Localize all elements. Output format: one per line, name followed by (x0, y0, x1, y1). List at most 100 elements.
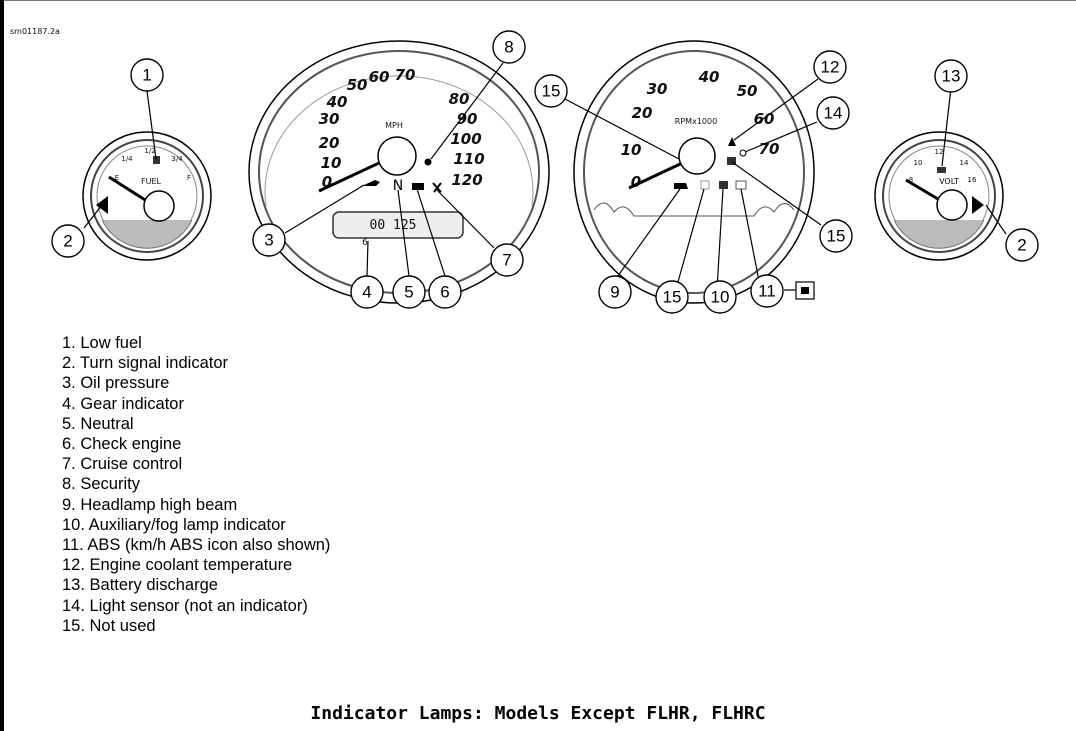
fuel-gauge: FUEL E 1/4 1/2 3/4 F (82, 131, 212, 261)
svg-text:13: 13 (942, 67, 961, 86)
svg-text:15: 15 (663, 288, 682, 307)
speed-tick-70: 70 (395, 66, 416, 84)
callout-4: 4 (350, 275, 384, 309)
svg-text:12: 12 (821, 58, 840, 77)
legend-item-check-engine: 6. Check engine (62, 435, 182, 454)
callout-15-upper: 15 (534, 74, 568, 108)
tachometer-needle-hub (678, 137, 716, 175)
svg-text:2: 2 (63, 232, 72, 251)
legend-item-light-sensor: 14. Light sensor (not an indicator) (62, 596, 308, 615)
legend-item-not-used: 15. Not used (62, 616, 156, 635)
svg-text:6: 6 (440, 283, 449, 302)
svg-text:15: 15 (827, 227, 846, 246)
oil-pressure-icon (362, 180, 380, 186)
odometer-display: 00 125 (370, 218, 417, 233)
callout-7: 7 (490, 243, 524, 277)
legend-item-coolant-temp: 12. Engine coolant temperature (62, 556, 293, 575)
speed-tick-90: 90 (457, 110, 478, 128)
legend-item-fog-lamp: 10. Auxiliary/fog lamp indicator (62, 515, 286, 534)
speed-tick-110: 110 (453, 150, 484, 168)
volt-tick-12: 12 (935, 148, 944, 156)
voltmeter: VOLT 8 10 12 14 16 (874, 131, 1004, 261)
svg-text:11: 11 (758, 282, 776, 301)
callout-2-right: 2 (1005, 228, 1039, 262)
not-used-lamp-right (727, 157, 736, 165)
svg-text:8: 8 (504, 38, 513, 57)
speed-tick-80: 80 (449, 90, 470, 108)
speedometer-unit-label: MPH (385, 121, 403, 130)
gear-indicator-icon: 6 (362, 238, 368, 248)
frame-top-border (0, 0, 1076, 1)
svg-text:1: 1 (142, 66, 151, 85)
callout-15-bottom: 15 (655, 280, 689, 314)
callout-12: 12 (813, 50, 847, 84)
fog-lamp-icon (719, 181, 728, 189)
callout-3: 3 (252, 223, 286, 257)
volt-tick-8: 8 (909, 176, 913, 184)
callout-9: 9 (598, 275, 632, 309)
svg-text:3: 3 (264, 231, 273, 250)
callout-5: 5 (392, 275, 426, 309)
speedometer-needle-hub (377, 136, 417, 176)
rpm-tick-10: 10 (621, 141, 642, 159)
legend-item-high-beam: 9. Headlamp high beam (62, 495, 238, 514)
voltmeter-needle-hub (936, 189, 968, 221)
voltmeter-label: VOLT (939, 177, 959, 186)
svg-text:7: 7 (502, 251, 511, 270)
fuel-tick-half: 1/2 (144, 147, 155, 155)
security-lamp-icon (424, 158, 432, 166)
light-sensor-icon (739, 149, 747, 157)
callout-11: 11 (750, 274, 784, 308)
fuel-tick-quarter: 1/4 (121, 155, 133, 163)
coolant-temperature-icon (728, 137, 736, 146)
speed-tick-20: 20 (319, 134, 340, 152)
check-engine-icon (412, 183, 424, 190)
figure-caption: Indicator Lamps: Models Except FLHR, FLH… (310, 703, 766, 724)
svg-text:14: 14 (824, 104, 843, 123)
rpm-tick-50: 50 (737, 82, 758, 100)
speed-tick-40: 40 (326, 93, 348, 111)
tachometer-unit-label: RPMx1000 (675, 117, 717, 126)
volt-tick-14: 14 (960, 159, 969, 167)
legend-item-neutral: 5. Neutral (62, 414, 134, 433)
legend-item-security: 8. Security (62, 475, 140, 494)
callout-13: 13 (934, 59, 968, 93)
svg-text:9: 9 (610, 283, 619, 302)
fuel-gauge-label: FUEL (141, 177, 162, 186)
legend-item-cruise-control: 7. Cruise control (62, 455, 183, 474)
not-used-lamp-lower (700, 180, 710, 190)
svg-text:5: 5 (404, 283, 413, 302)
speed-tick-100: 100 (450, 130, 481, 148)
neutral-lamp-icon: N (393, 178, 403, 194)
battery-discharge-icon (937, 167, 946, 173)
svg-text:15: 15 (542, 82, 561, 101)
rpm-tick-20: 20 (632, 104, 653, 122)
legend-item-gear-indicator: 4. Gear indicator (62, 394, 184, 413)
callout-8: 8 (492, 30, 526, 64)
callout-6: 6 (428, 275, 462, 309)
rpm-tick-30: 30 (647, 80, 668, 98)
leader-lines (83, 62, 1007, 292)
speed-tick-0: 0 (322, 173, 332, 191)
speed-tick-120: 120 (451, 171, 482, 189)
legend-item-battery: 13. Battery discharge (62, 576, 218, 595)
callout-15-right: 15 (819, 219, 853, 253)
instrument-cluster-figure: sm01187.2a FUEL E 1/4 1/2 3/4 F 00 125 M… (4, 0, 1072, 330)
cruise-control-icon (432, 182, 442, 193)
speed-tick-60: 60 (369, 68, 390, 86)
legend-item-abs: 11. ABS (km/h ABS icon also shown) (62, 536, 331, 555)
legend-item-low-fuel: 1. Low fuel (62, 334, 142, 352)
volt-tick-16: 16 (968, 176, 977, 184)
callout-1: 1 (130, 58, 164, 92)
rpm-tick-70: 70 (759, 140, 780, 158)
rpm-tick-40: 40 (698, 68, 720, 86)
legend-item-oil-pressure: 3. Oil pressure (62, 374, 170, 393)
speedometer: 00 125 MPH 0 10 20 30 40 50 60 70 80 90 … (248, 40, 550, 304)
callout-2-left: 2 (51, 224, 85, 258)
svg-text:2: 2 (1017, 236, 1026, 255)
figure-id-label: sm01187.2a (10, 27, 60, 36)
legend-item-turn-signal: 2. Turn signal indicator (62, 354, 229, 373)
indicator-legend: 1. Low fuel 2. Turn signal indicator 3. … (62, 333, 330, 636)
frame-left-border (0, 0, 4, 731)
fuel-needle-hub (143, 190, 175, 222)
